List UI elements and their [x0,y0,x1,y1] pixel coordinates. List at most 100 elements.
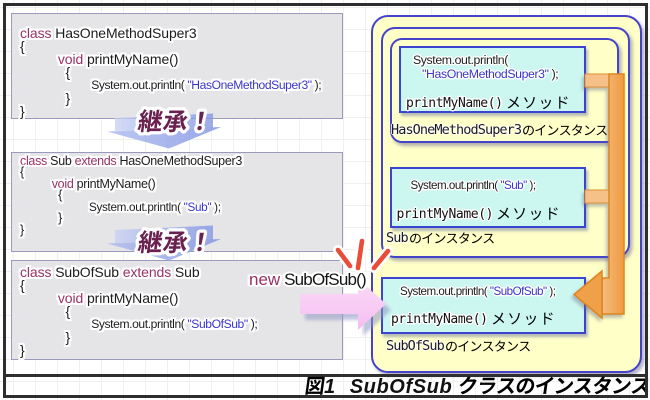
caption-latin: HasOneMethodSuper3 [391,121,522,138]
code-line: } [20,102,342,119]
code-token-pl: Sub [50,153,75,168]
println-line: System.out.println( "Sub" ); [411,179,585,194]
figure-title-jp: クラスのインスタンス [455,375,650,400]
method-memory-box-sub: System.out.println( "Sub" ); printMyName… [389,166,586,228]
code-token-pl: } [20,342,25,358]
code-token-pl: System.out.println( [410,178,501,192]
new-call-label: new SubOfSub() [249,270,367,290]
code-token-pl: ); [211,200,221,214]
caption-jp-glyphs [445,340,530,352]
code-line: class SubOfSub extends Sub [20,264,342,280]
code-box-hasonemethodsuper3: class HasOneMethodSuper3 { void printMyN… [11,12,343,119]
code-token-pl: ); [526,178,536,192]
method-latin: printMyName() [406,95,503,111]
code-token-pl: Sub [174,264,200,280]
code-token-pl: { [20,165,24,180]
caption-latin: SubOfSub [386,338,445,354]
code-line: void printMyName() [20,176,342,191]
code-token-pl: System.out.println( [32,77,188,92]
code-token-pl: ); [311,77,322,92]
code-token-kw: extends [122,264,175,280]
code-token-pl: { [20,37,25,54]
println-line: "HasOneMethodSuper3" ); [413,67,584,82]
instance-caption-hasonemethodsuper3: HasOneMethodSuper3のインスタンス [391,122,609,138]
code-line: { [20,37,342,54]
code-token-pl: } [20,102,25,119]
instance-caption-sub: Subのインスタンス [386,230,496,246]
code-line: class Sub extends HasOneMethodSuper3 [20,153,342,168]
caption-jp: のインスタンス [444,338,532,354]
method-memory-box-subofsub: System.out.println( "SubOfSub" ); printM… [381,276,586,334]
code-box-sub: class Sub extends HasOneMethodSuper3 { v… [11,152,343,252]
code-token-kw: void [51,176,77,191]
code-token-pl: { [20,63,71,80]
code-token-kw: class [20,264,56,280]
instance-caption-subofsub: SubOfSubのインスタンス [386,338,532,354]
code-token-pl: } [20,223,24,238]
caption-jp: のインスタンス [521,122,609,138]
code-token-pl: printMyName() [86,50,179,67]
code-line: } [20,329,342,345]
method-jp: メソッド [493,206,561,222]
code-token-kw: class [20,153,51,168]
code-token-str: "Sub" [500,178,527,192]
code-token-pl: { [20,188,62,203]
code-token-kw: extends [74,153,120,168]
code-line: } [20,89,342,106]
figure-label: 図 [302,375,325,400]
method-jp: メソッド [488,311,556,327]
println-line: System.out.println( [413,53,584,68]
method-jp: メソッド [503,95,571,111]
method-label: printMyName()メソッド [391,311,556,327]
code-token-kw: void [57,290,87,306]
caption-jp-glyphs [409,231,494,244]
code-token-pl: ); [548,67,559,81]
figure-caption-divider [3,373,647,377]
code-token-pl: printMyName() [86,290,179,306]
code-token-pl [413,67,422,81]
code-token-pl: } [20,211,62,226]
code-line: System.out.println( "Sub" ); [20,202,342,214]
code-line: { [20,165,342,180]
code-token-pl: ); [546,284,556,298]
code-token-kw: class [20,24,56,41]
figure-label-number: 1 [324,376,336,398]
method-label: printMyName()メソッド [406,95,571,111]
figure-caption: 図1SubOfSubクラスのインスタンス [302,375,650,400]
code-token-pl: { [20,277,25,293]
code-token-pl: HasOneMethodSuper3 [55,24,197,41]
println-line: System.out.println( "SubOfSub" ); [400,285,584,300]
code-token-pl: } [20,329,71,345]
code-line: void printMyName() [20,290,342,306]
new-keyword: new [249,270,281,289]
method-label: printMyName()メソッド [397,206,562,222]
code-token-pl: ); [247,317,258,331]
code-token-pl: printMyName() [76,176,156,191]
code-line: void printMyName() [20,50,342,67]
code-token-pl: SubOfSub [55,264,123,280]
code-line: { [20,303,342,319]
code-token-str: "SubOfSub" [489,284,547,298]
method-latin: printMyName() [391,311,488,327]
code-token-pl: } [20,89,71,106]
caption-jp-glyphs [523,123,608,136]
code-token-pl: System.out.println( [400,284,490,298]
code-token-kw: void [57,50,87,67]
code-token-str: "HasOneMethodSuper3" [422,67,549,81]
code-token-str: "Sub" [183,200,212,214]
caption-jp: のインスタンス [408,230,496,246]
code-token-pl: System.out.println( [30,200,184,214]
code-line: { [20,188,342,203]
code-line: { [20,277,342,293]
code-token-str: "HasOneMethodSuper3" [187,77,312,92]
caption-latin: Sub [386,229,409,246]
code-line: } [20,223,342,238]
method-jp-glyphs [497,207,558,220]
new-call-rest: SubOfSub() [280,270,367,289]
method-latin: printMyName() [396,206,494,222]
code-token-pl: { [20,303,71,319]
method-memory-box-hasonemethodsuper3: System.out.println( "HasOneMethodSuper3"… [399,45,586,113]
code-line: } [20,211,342,226]
code-line: System.out.println( "HasOneMethodSuper3"… [20,77,342,92]
